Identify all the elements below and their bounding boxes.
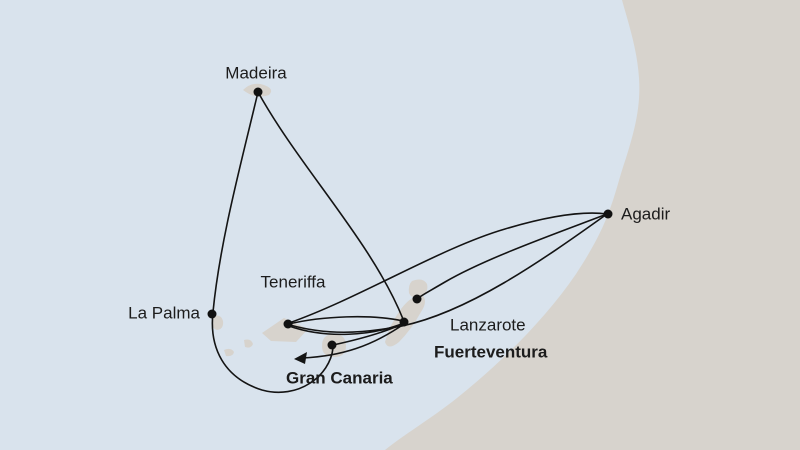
route-path-grancanaria-fuerteventura xyxy=(332,322,405,346)
route-path-madeira-lapalma-grancanaria xyxy=(211,91,334,394)
landmass-layer xyxy=(211,0,800,450)
route-direction-arrow xyxy=(294,352,307,364)
route-path-fuerteventura-grancanaria-arrow xyxy=(302,323,405,359)
island-lanzarote xyxy=(408,279,428,298)
route-path-madeira-fuerteventura xyxy=(257,91,404,320)
route-path-teneriffa-fuerteventura-a xyxy=(288,315,404,325)
island-el-hierro xyxy=(224,348,234,357)
route-path-teneriffa-fuerteventura-b xyxy=(288,322,405,336)
route-path-teneriffa-agadir xyxy=(288,212,608,324)
route-path-agadir-teneriffa xyxy=(289,213,608,333)
route-layer xyxy=(211,91,608,394)
landmass-africa xyxy=(385,0,800,450)
island-teneriffa xyxy=(262,318,308,342)
route-path-agadir-lanzarote xyxy=(416,213,608,300)
island-fuerteventura xyxy=(385,294,425,347)
island-la-gomera xyxy=(244,339,253,348)
island-la-palma xyxy=(211,315,224,330)
